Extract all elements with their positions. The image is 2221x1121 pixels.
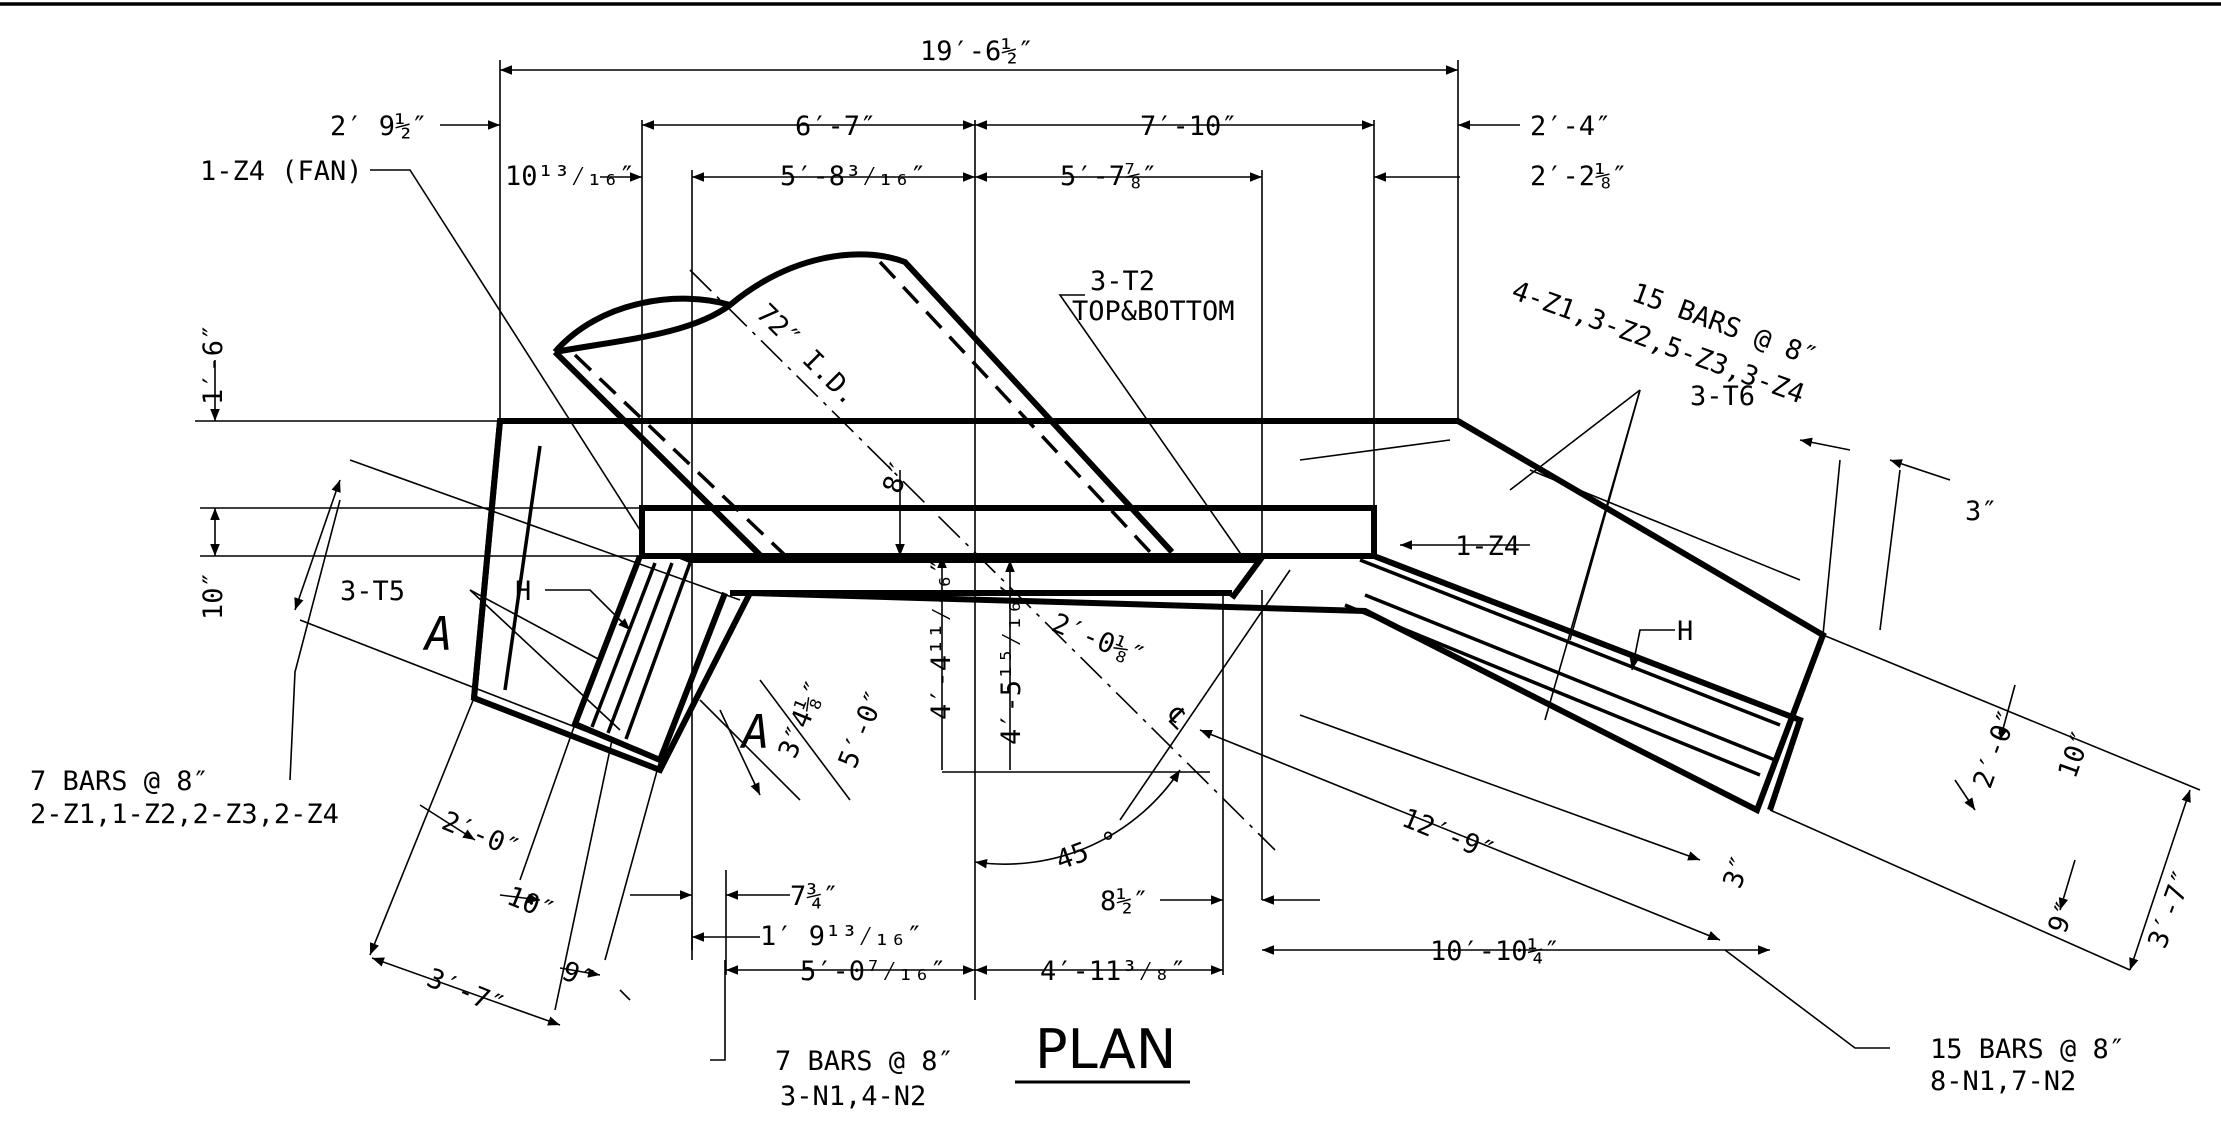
right-wing-inner-1 [1359, 558, 1781, 727]
headwall-outline [470, 418, 1827, 815]
dim-inner-right-offset: 2′-2⅛″ [1530, 161, 1628, 192]
dim-left-height: 1′-6″ [198, 324, 229, 405]
dim-depth-d: 3″4⅛″ [773, 676, 832, 763]
dim-inner-right: 5′-7⅞″ [1060, 161, 1158, 192]
callout-bottom-bars-1: 7 BARS @ 8″ [775, 1046, 954, 1077]
callout-right-bars-1: 15 BARS @ 8″ [1930, 1034, 2125, 1065]
left-wing-inner-3 [624, 562, 692, 740]
dim-left-wing-a: 2′-0″ [437, 806, 524, 865]
dim-inner-left: 5′-8³⁄₁₆″ [780, 161, 926, 192]
dim-right-thick-b: 10″ [2052, 726, 2098, 782]
dim-bottom-f: 10′-10¼″ [1430, 936, 1560, 967]
dim-inner-left-offset: 10¹³⁄₁₆″ [505, 161, 635, 192]
dim-pipe-wall: 8″ [877, 457, 917, 498]
callout-pipe: 72″ I.D. [750, 298, 864, 412]
dim-right-offset: 2′-4″ [1530, 111, 1611, 142]
section-mark-right: A [739, 705, 770, 759]
section-marks: A A [422, 607, 770, 759]
dim-right-cover: 3″ [1717, 851, 1757, 892]
callout-left-bars-1: 7 BARS @ 8″ [30, 766, 209, 797]
dim-bottom-c: 5′-0⁷⁄₁₆″ [800, 956, 946, 987]
right-wing-inner-2 [1364, 593, 1776, 762]
left-apron [471, 420, 503, 699]
pipe-bottom-wall [552, 349, 768, 563]
dim-depth-b: 4′-5¹⁵⁄₁₆″ [996, 582, 1027, 745]
callout-t5: 3-T5 [340, 576, 405, 607]
dim-bottom-e: 8½″ [1100, 886, 1149, 917]
callout-t2-2: TOP&BOTTOM [1072, 296, 1235, 327]
dim-bottom-a: 7¾″ [790, 881, 839, 912]
dim-angle: 45 ° [1052, 825, 1124, 876]
title-block: PLAN [1015, 1018, 1190, 1084]
dimension-labels: 19′-6½″ 2′ 9½″ 6′-7″ 7′-10″ 2′-4″ 10¹³⁄₁… [198, 36, 2199, 1022]
dim-overall: 19′-6½″ [920, 36, 1034, 67]
pipe-top-wall [552, 251, 1175, 555]
dim-right-thick-a: 2′-0″ [1967, 705, 2024, 792]
dim-depth-a: 4′-4¹¹⁄₁₆″ [926, 557, 957, 720]
section-mark-left: A [422, 607, 453, 661]
callout-bottom-bars-2: 3-N1,4-N2 [780, 1081, 926, 1112]
callout-z4: 1-Z4 [1455, 531, 1520, 562]
callout-t2-1: 3-T2 [1090, 266, 1155, 297]
dim-span-left: 6′-7″ [795, 111, 876, 142]
left-wing-inner-1 [590, 562, 657, 728]
left-apron-inner [503, 445, 542, 691]
dim-bottom-d: 4′-11³⁄₈″ [1040, 956, 1186, 987]
right-wing-body [1372, 553, 1804, 811]
inner-chamber-top [642, 553, 1266, 600]
dim-diagonal-a: 2′-0⅛″ [1047, 608, 1149, 673]
pipe-mouth [554, 302, 732, 355]
callout-left-bars-2: 2-Z1,1-Z2,2-Z3,2-Z4 [30, 799, 339, 830]
pipe-centerline [689, 269, 1276, 851]
dim-span-right: 7′-10″ [1140, 111, 1238, 142]
dim-bottom-b: 1′ 9¹³⁄₁₆″ [760, 921, 923, 952]
dimension-lines [195, 60, 2201, 1026]
dim-left-offset: 2′ 9½″ [330, 111, 428, 142]
dim-right-wing: 12′-9″ [1397, 803, 1499, 868]
callout-right-bars-2: 8-N1,7-N2 [1930, 1066, 2076, 1097]
dim-wall: 10″ [198, 571, 229, 620]
dim-left-wing-b: 10″ [502, 881, 559, 928]
callout-fan: 1-Z4 (FAN) [200, 156, 363, 187]
pipe-bottom-dashed [573, 353, 792, 562]
dim-left-wing-c: 9″ [557, 956, 599, 997]
callout-t6: 3-T6 [1690, 381, 1755, 412]
drawing-title: PLAN [1035, 1018, 1176, 1081]
callout-h-left: H [515, 576, 531, 607]
dim-right-top-cover: 3″ [1965, 496, 1998, 527]
callout-h-right: H [1677, 616, 1693, 647]
right-wing-inner-3 [1344, 603, 1761, 777]
callout-centerline: ℄ [1159, 700, 1194, 735]
leader-lines [289, 169, 1890, 1061]
left-wing-inner-2 [606, 562, 674, 734]
dim-left-wing-d: 3′-7″ [422, 963, 509, 1022]
dim-right-thick-c: 9″ [2042, 896, 2082, 937]
dim-depth-c: 5′-0″ [833, 686, 892, 773]
